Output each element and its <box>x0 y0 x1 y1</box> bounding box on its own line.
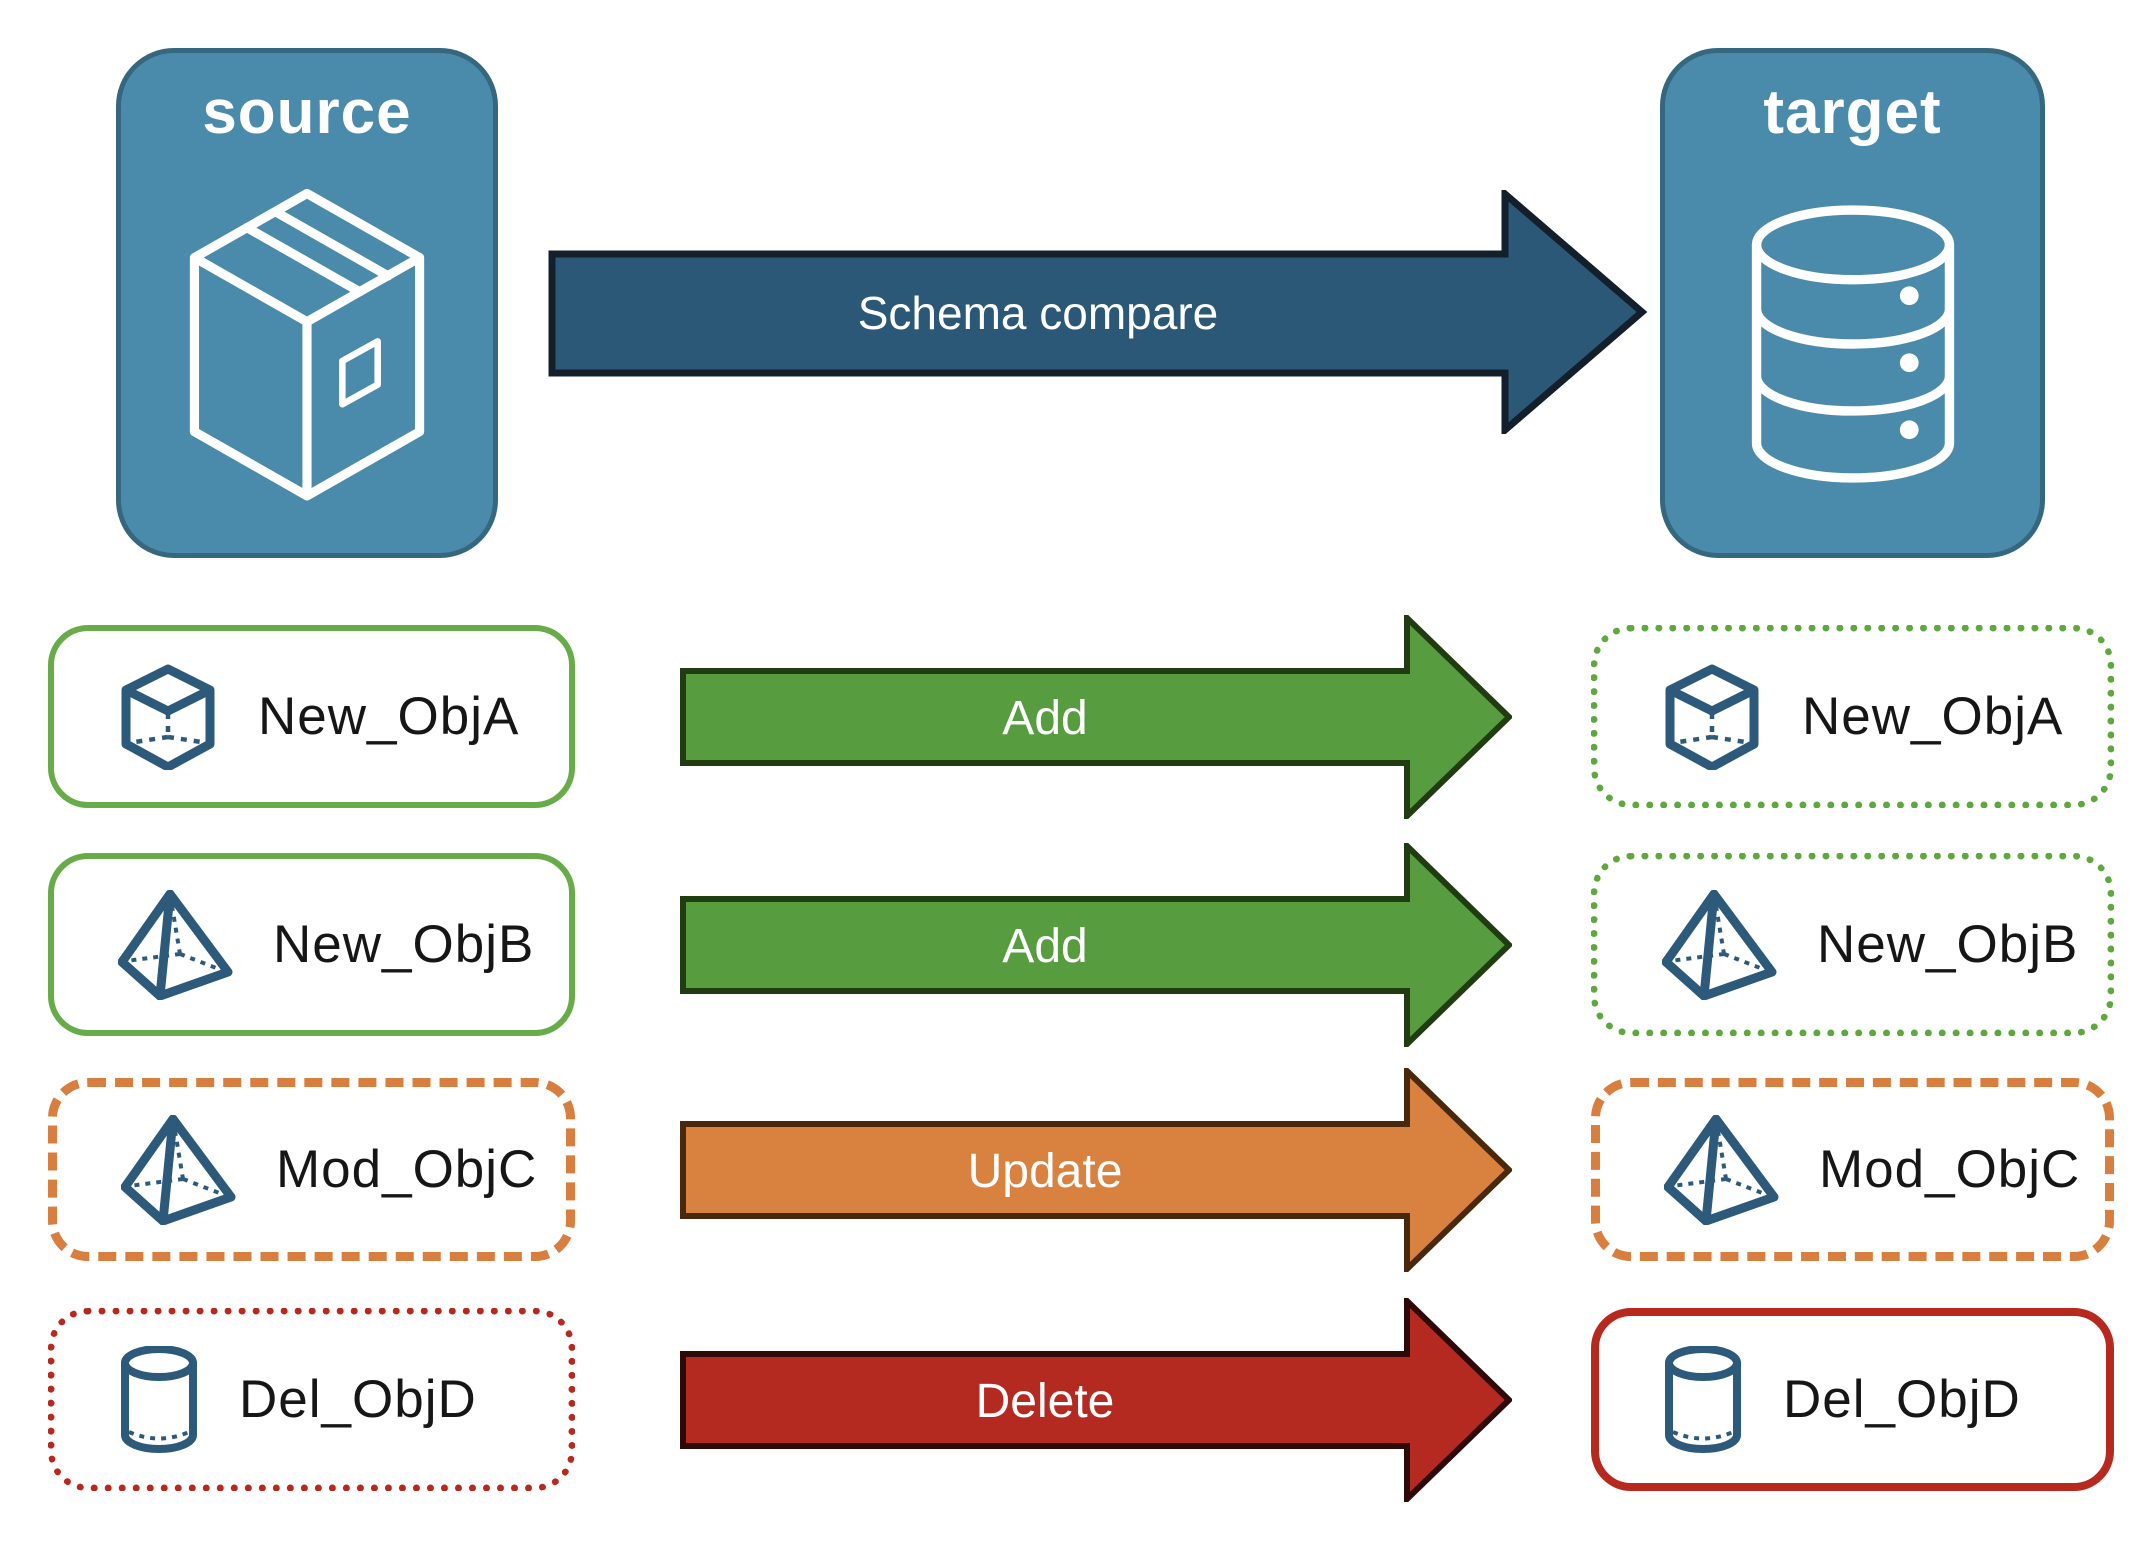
source-object-box-new-objb: New_ObjB <box>48 853 575 1036</box>
delete-arrow-row4: Delete <box>680 1298 1512 1502</box>
source-icon-wrap <box>176 148 438 553</box>
cylinder-icon <box>121 1345 197 1453</box>
pyramid-icon <box>121 1114 236 1225</box>
object-label: New_ObjA <box>258 687 520 746</box>
add-arrow-row1: Add <box>680 615 1512 819</box>
target-object-box-mod-objc: Mod_ObjC <box>1591 1078 2114 1261</box>
schema-compare-arrow-label: Schema compare <box>858 287 1219 339</box>
arrow-shape <box>680 615 1512 819</box>
add-arrow-row2: Add <box>680 843 1512 1047</box>
target-object-box-del-objd: Del_ObjD <box>1591 1308 2114 1491</box>
database-icon <box>1751 204 1954 483</box>
source-object-box-mod-objc: Mod_ObjC <box>48 1078 575 1261</box>
object-label: Del_ObjD <box>239 1370 477 1429</box>
database-dot <box>1899 285 1919 305</box>
pyramid-icon <box>118 889 233 1000</box>
database-dot <box>1899 419 1919 439</box>
cube-icon <box>121 664 215 770</box>
arrow-action-label: Add <box>1002 692 1087 745</box>
pyramid-icon <box>1664 1114 1779 1225</box>
package-box-icon <box>189 188 425 500</box>
arrow-shape <box>680 1298 1512 1502</box>
object-label: Del_ObjD <box>1783 1370 2021 1429</box>
arrow-shape <box>680 1068 1512 1272</box>
target-object-box-new-obja: New_ObjA <box>1591 625 2114 808</box>
target-node-label: target <box>1763 78 1942 147</box>
object-label: Mod_ObjC <box>276 1140 538 1199</box>
pyramid-icon <box>1662 889 1777 1000</box>
schema-compare-arrow: Schema compare <box>548 190 1648 434</box>
object-label: New_ObjB <box>1817 915 2079 974</box>
source-object-box-del-objd: Del_ObjD <box>48 1308 575 1491</box>
source-node-label: source <box>202 78 412 147</box>
database-dot <box>1899 352 1919 372</box>
object-label: New_ObjA <box>1802 687 2064 746</box>
cube-icon <box>1665 664 1759 770</box>
arrow-action-label: Add <box>1002 920 1087 973</box>
object-label: Mod_ObjC <box>1819 1140 2081 1199</box>
source-node: source <box>116 48 498 558</box>
target-icon-wrap <box>1739 148 1967 553</box>
source-object-box-new-obja: New_ObjA <box>48 625 575 808</box>
arrow-action-label: Update <box>968 1145 1123 1198</box>
target-object-box-new-objb: New_ObjB <box>1591 853 2114 1036</box>
arrow-action-label: Delete <box>976 1375 1115 1428</box>
target-node: target <box>1660 48 2045 558</box>
schema-compare-arrow-shape <box>548 190 1648 434</box>
cylinder-icon <box>1665 1345 1741 1453</box>
object-label: New_ObjB <box>273 915 535 974</box>
update-arrow-row3: Update <box>680 1068 1512 1272</box>
arrow-shape <box>680 843 1512 1047</box>
